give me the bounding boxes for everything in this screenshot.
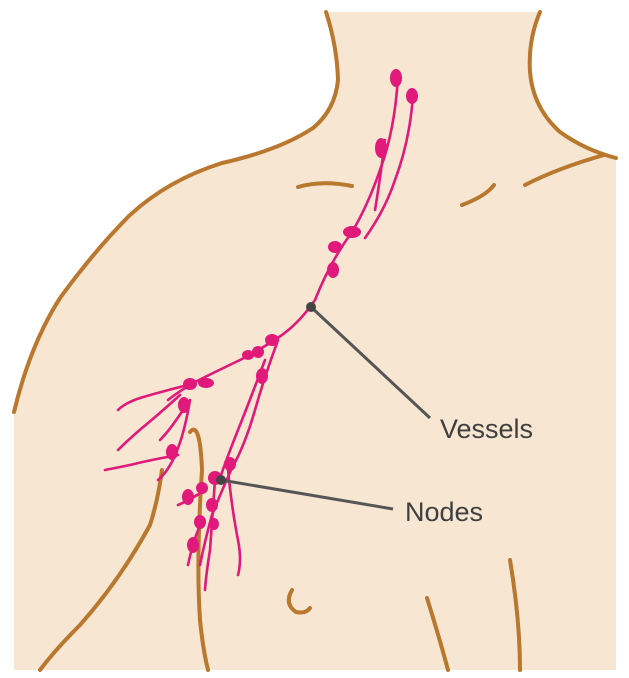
node [390,69,402,87]
node [187,537,199,553]
node [209,518,219,530]
node [224,457,236,471]
node [166,444,178,460]
node [206,498,218,512]
node [194,515,206,529]
node [327,262,339,278]
node [256,368,268,384]
node [375,138,387,158]
node [183,378,197,390]
node [242,350,254,360]
node [343,226,361,238]
nodes-leader-dot [216,475,226,485]
node [265,334,279,346]
node [198,378,214,388]
nodes-label: Nodes [405,497,483,527]
node [178,397,190,413]
vessels-label: Vessels [440,414,533,444]
node [196,482,208,494]
node [406,88,418,104]
vessels-leader-dot [306,302,316,312]
node [328,241,342,253]
node [182,489,194,505]
